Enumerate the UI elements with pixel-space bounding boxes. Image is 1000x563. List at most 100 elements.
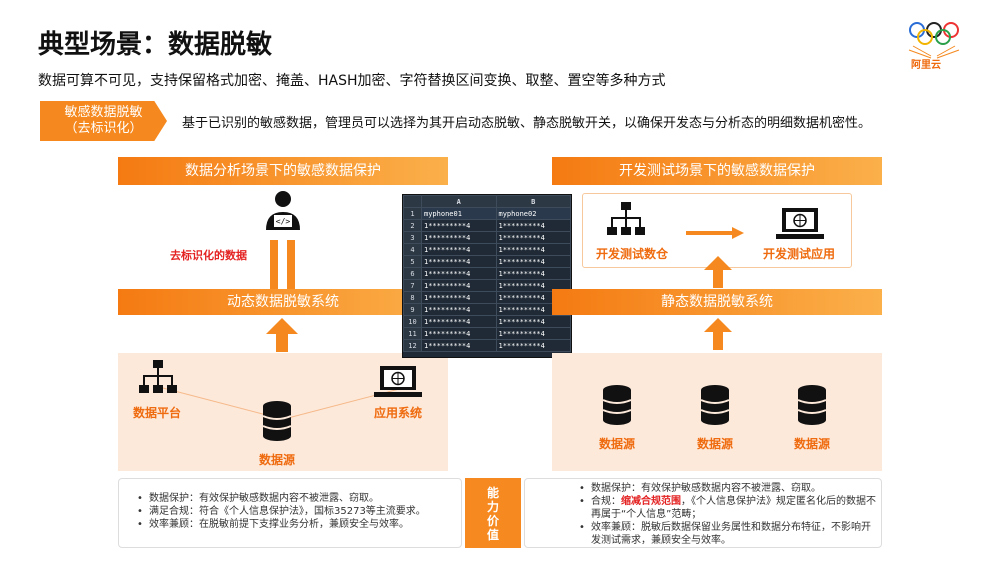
database-icon <box>262 400 292 446</box>
dynamic-masking-bar: 动态数据脱敏系统 <box>118 289 448 315</box>
left-value-box: 数据保护：有效保护敏感数据内容不被泄露、窃取。 满足合规：符合《个人信息保护法》… <box>118 478 462 548</box>
deidentified-data-label: 去标识化的数据 <box>170 249 247 262</box>
data-source-label: 数据源 <box>794 437 831 451</box>
cell: 1*********4 <box>495 279 571 292</box>
row-number: 9 <box>403 303 422 316</box>
row-number: 11 <box>403 327 422 340</box>
row-number: 1 <box>403 207 422 220</box>
cell: 1*********4 <box>495 315 571 328</box>
data-source-label: 数据源 <box>697 437 734 451</box>
cell: 1*********4 <box>421 291 497 304</box>
arrow-down-shaft <box>270 240 278 292</box>
olympic-rings-icon <box>908 22 960 59</box>
row-number: 5 <box>403 255 422 268</box>
column-header: B <box>495 195 571 208</box>
data-source-label: 数据源 <box>599 437 636 451</box>
static-masking-bar: 静态数据脱敏系统 <box>552 289 882 315</box>
row-number: 12 <box>403 339 422 352</box>
corner-cell <box>403 195 422 208</box>
cell: 1*********4 <box>421 279 497 292</box>
test-app-icon <box>776 206 824 246</box>
logo-text: 阿里云 <box>911 60 941 71</box>
page-subtitle: 数据可算不可见，支持保留格式加密、掩盖、HASH加密、字符替换区间变换、取整、置… <box>38 73 666 89</box>
column-header: A <box>421 195 497 208</box>
database-icon <box>797 384 827 430</box>
cell: 1*********4 <box>495 219 571 232</box>
cell: 1*********4 <box>421 303 497 316</box>
data-source-label: 数据源 <box>259 453 296 467</box>
spreadsheet-header-row: A B <box>403 195 571 208</box>
cell: 1*********4 <box>421 267 497 280</box>
app-system-icon <box>374 364 422 404</box>
left-scenario-header: 数据分析场景下的敏感数据保护 <box>118 157 448 185</box>
warehouse-label: 开发测试数仓 <box>596 247 669 261</box>
value-item: 效率兼顾：脱敏后数据保留业务属性和数据分布特征，不影响开发测试需求，兼顾安全与效… <box>579 521 877 547</box>
value-item: 合规：缩减合规范围，《个人信息保护法》规定匿名化后的数据不再属于“个人信息”范畴… <box>579 495 877 521</box>
arrow-up-shaft <box>287 240 295 292</box>
cell: 1*********4 <box>495 243 571 256</box>
cell: 1*********4 <box>421 243 497 256</box>
cell: myphone01 <box>421 207 497 220</box>
row-number: 2 <box>403 219 422 232</box>
cell: 1*********4 <box>421 219 497 232</box>
up-arrow-icon <box>266 318 298 356</box>
up-arrow-icon <box>704 318 732 354</box>
data-platform-label: 数据平台 <box>133 406 182 420</box>
cell: 1*********4 <box>421 327 497 340</box>
data-platform-icon <box>138 358 178 402</box>
warehouse-icon <box>606 200 646 244</box>
test-app-label: 开发测试应用 <box>763 247 836 261</box>
cell: myphone02 <box>495 207 571 220</box>
database-icon <box>700 384 730 430</box>
value-item: 效率兼顾：在脱敏前提下支撑业务分析，兼顾安全与效率。 <box>137 518 461 531</box>
brand-logo: 阿里云 <box>903 18 973 74</box>
right-value-box: 数据保护：有效保护敏感数据内容不被泄露、窃取。 合规：缩减合规范围，《个人信息保… <box>524 478 882 548</box>
cell: 1*********4 <box>421 231 497 244</box>
row-number: 8 <box>403 291 422 304</box>
cell: 1*********4 <box>495 267 571 280</box>
cell: 1*********4 <box>495 231 571 244</box>
value-rest: ，《个人信息保护法》规定匿名化后的数据不再属于“个人信息”范畴； <box>591 496 876 520</box>
cell: 1*********4 <box>495 339 571 352</box>
value-prefix: 合规： <box>591 496 621 507</box>
right-scenario-header: 开发测试场景下的敏感数据保护 <box>552 157 882 185</box>
row-number: 4 <box>403 243 422 256</box>
right-arrow-icon <box>686 224 744 243</box>
developer-icon: </> <box>262 190 304 236</box>
tag-line-1: 敏感数据脱敏 <box>64 105 143 120</box>
highlight-text: 缩减合规范围 <box>621 496 681 507</box>
tag-description: 基于已识别的敏感数据，管理员可以选择为其开启动态脱敏、静态脱敏开关，以确保开发态… <box>182 116 872 131</box>
up-arrow-icon <box>704 256 732 292</box>
page-title: 典型场景：数据脱敏 <box>38 30 273 60</box>
svg-text:</>: </> <box>276 217 291 226</box>
tag-line-2: （去标识化） <box>64 121 143 136</box>
value-item: 数据保护：有效保护敏感数据内容不被泄露、窃取。 <box>579 482 877 495</box>
database-icon <box>602 384 632 430</box>
row-number: 6 <box>403 267 422 280</box>
row-number: 3 <box>403 231 422 244</box>
section-tag: 敏感数据脱敏 （去标识化） <box>40 101 167 141</box>
cell: 1*********4 <box>421 255 497 268</box>
cell: 1*********4 <box>421 315 497 328</box>
capability-value-text: 能力价值 <box>486 486 499 542</box>
value-item: 满足合规：符合《个人信息保护法》，国标35273等主流要求。 <box>137 505 461 518</box>
value-item: 数据保护：有效保护敏感数据内容不被泄露、窃取。 <box>137 492 461 505</box>
cell: 1*********4 <box>421 339 497 352</box>
cell: 1*********4 <box>495 327 571 340</box>
row-number: 10 <box>403 315 422 328</box>
row-number: 7 <box>403 279 422 292</box>
app-system-label: 应用系统 <box>374 406 423 420</box>
